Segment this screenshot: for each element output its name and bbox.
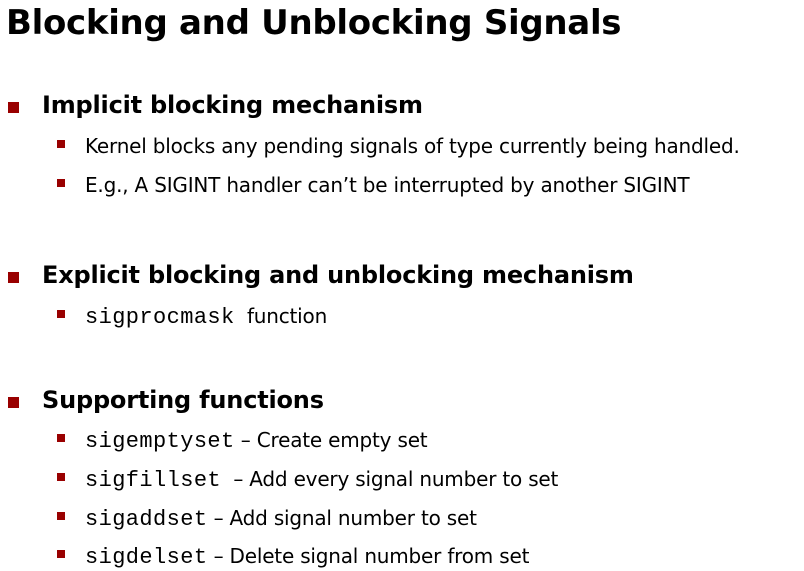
item-kernel-blocks: Kernel blocks any pending signals of typ… <box>85 133 740 159</box>
item-text: Kernel blocks any pending signals of typ… <box>85 134 740 158</box>
section-heading-supporting: Supporting functions <box>42 386 324 414</box>
item-bullet-icon <box>57 140 65 148</box>
item-text: – Add signal number to set <box>207 506 477 530</box>
item-bullet-icon <box>57 550 65 558</box>
code-sigfillset: sigfillset <box>85 468 222 493</box>
section-heading-implicit: Implicit blocking mechanism <box>42 91 423 119</box>
code-sigdelset: sigdelset <box>85 545 208 570</box>
code-sigaddset: sigaddset <box>85 507 208 532</box>
item-bullet-icon <box>57 310 65 318</box>
item-sigprocmask: sigprocmask function <box>85 303 327 331</box>
code-sigemptyset: sigemptyset <box>85 429 235 454</box>
item-bullet-icon <box>57 434 65 442</box>
item-text: function <box>234 304 328 328</box>
slide-title: Blocking and Unblocking Signals <box>6 3 622 43</box>
item-sigfillset: sigfillset – Add every signal number to … <box>85 466 558 494</box>
code-sigprocmask: sigprocmask <box>85 305 235 330</box>
item-sigint-example: E.g., A SIGINT handler can’t be interrup… <box>85 172 690 198</box>
item-sigemptyset: sigemptyset – Create empty set <box>85 427 428 455</box>
item-bullet-icon <box>57 512 65 520</box>
item-bullet-icon <box>57 473 65 481</box>
item-text: – Add every signal number to set <box>221 467 559 491</box>
section-heading-explicit: Explicit blocking and unblocking mechani… <box>42 261 634 289</box>
item-bullet-icon <box>57 179 65 187</box>
item-text: E.g., A SIGINT handler can’t be interrup… <box>85 173 690 197</box>
section-bullet-icon <box>8 102 19 113</box>
section-bullet-icon <box>8 272 19 283</box>
item-text: – Delete signal number from set <box>207 544 530 568</box>
item-sigaddset: sigaddset – Add signal number to set <box>85 505 477 533</box>
item-sigdelset: sigdelset – Delete signal number from se… <box>85 543 529 571</box>
section-bullet-icon <box>8 397 19 408</box>
item-text: – Create empty set <box>234 428 428 452</box>
